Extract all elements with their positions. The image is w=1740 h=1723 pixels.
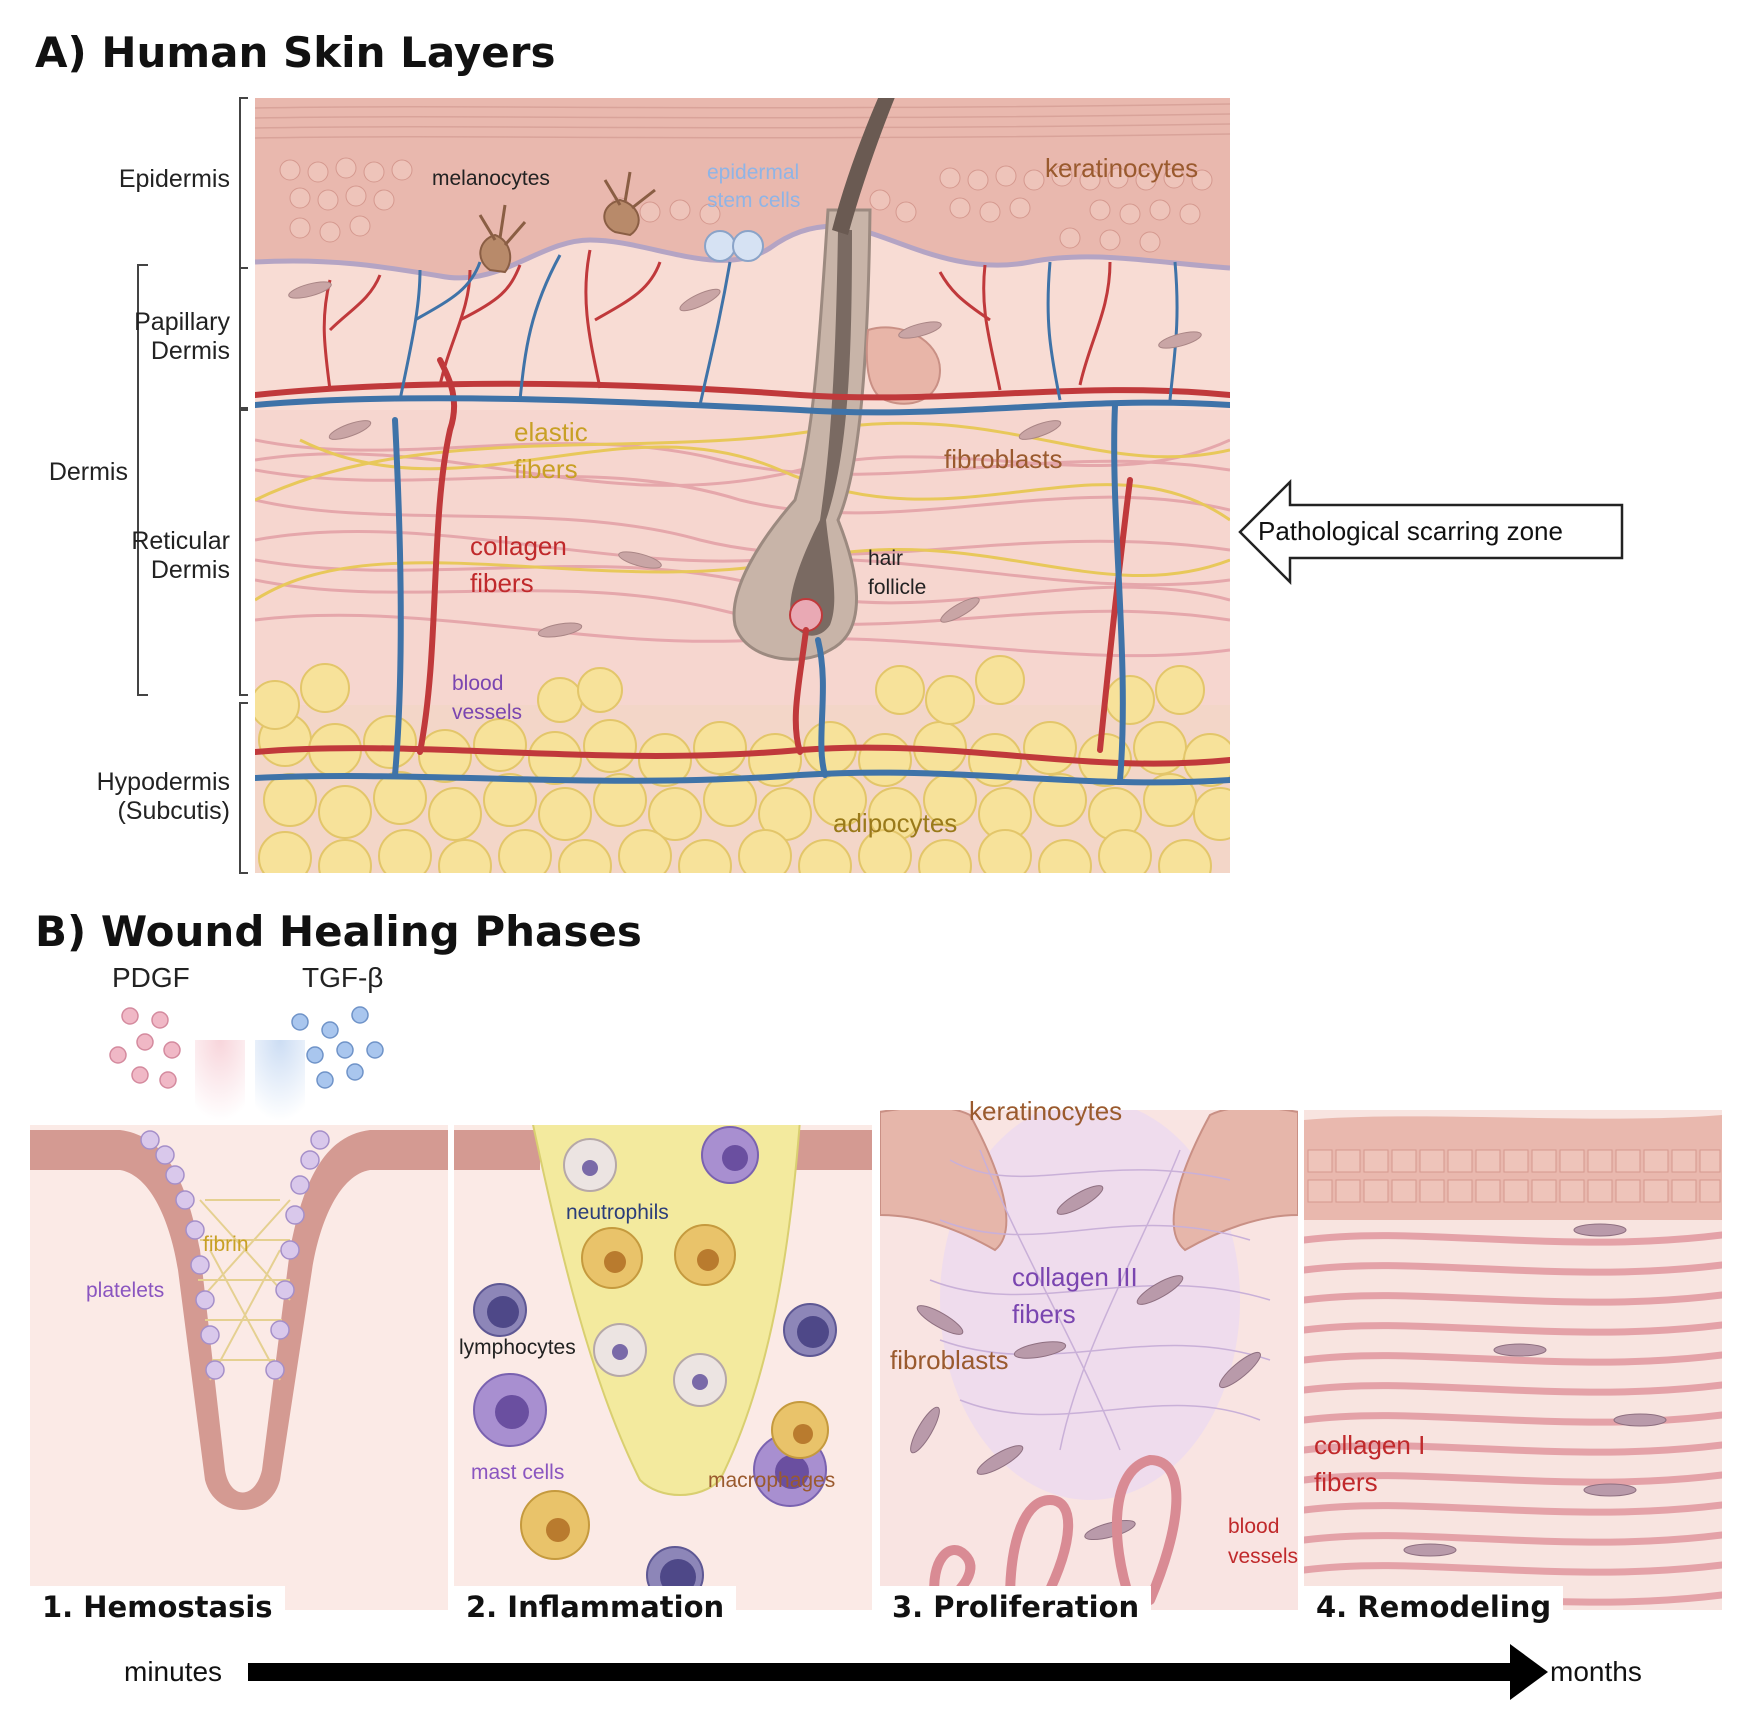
phase-hemostasis: 1. Hemostasis — [30, 1586, 285, 1628]
label-collagen1-1: collagen I — [1314, 1430, 1426, 1460]
label-collagen-1: collagen — [470, 531, 567, 561]
timeline-start: minutes — [124, 1656, 223, 1687]
label-blood-1: blood — [452, 672, 504, 695]
label-collagen1-2: fibers — [1314, 1467, 1378, 1497]
layer-hypodermis-2: (Subcutis) — [117, 797, 230, 825]
phase-inflammation: 2. Inflammation — [454, 1586, 737, 1628]
layer-reticular-1: Reticular — [131, 527, 230, 555]
label-fibrin: fibrin — [203, 1233, 249, 1256]
skin-cross-section — [255, 98, 1230, 873]
label-hair: hair — [868, 547, 904, 570]
label-vessels-1: vessels — [452, 701, 523, 724]
label-macrophages: macrophages — [708, 1469, 836, 1492]
label-vessels-2: vessels — [1228, 1545, 1299, 1568]
label-adipocytes: adipocytes — [833, 808, 958, 838]
timeline-arrowhead — [1510, 1644, 1548, 1700]
label-melanocytes: melanocytes — [432, 167, 550, 190]
inflammation-panel — [454, 1125, 872, 1610]
label-fibroblasts: fibroblasts — [944, 444, 1063, 474]
label-keratinocytes-b: keratinocytes — [969, 1096, 1123, 1126]
layer-dermis: Dermis — [48, 458, 128, 486]
label-platelets: platelets — [86, 1279, 165, 1302]
layer-epidermis: Epidermis — [118, 165, 230, 193]
tgfb-label: TGF-β — [302, 962, 384, 993]
layer-brackets — [137, 97, 248, 874]
label-fibroblasts-b: fibroblasts — [890, 1345, 1009, 1375]
pdgf-molecules — [109, 1007, 181, 1089]
label-follicle: follicle — [868, 576, 927, 599]
label-elastic-2: fibers — [514, 454, 578, 484]
scarring-zone-label: Pathological scarring zone — [1258, 516, 1563, 546]
label-epidermal-2: stem cells — [707, 189, 801, 212]
label-epidermal-1: epidermal — [707, 161, 800, 184]
label-neutrophils: neutrophils — [566, 1201, 669, 1224]
tgfb-molecules — [291, 1006, 384, 1089]
label-lymphocytes: lymphocytes — [459, 1336, 576, 1359]
layer-hypodermis-1: Hypodermis — [96, 768, 230, 796]
label-collagen3-2: fibers — [1012, 1299, 1076, 1329]
remodeling-panel — [1304, 1110, 1722, 1610]
label-blood-2: blood — [1228, 1515, 1280, 1538]
panel-b-title: B) Wound Healing Phases — [35, 907, 642, 956]
layer-papillary-1: Papillary — [134, 308, 230, 336]
proliferation-panel — [880, 1110, 1298, 1610]
timeline-bar — [248, 1663, 1520, 1681]
phase-proliferation: 3. Proliferation — [880, 1586, 1152, 1628]
pdgf-label: PDGF — [112, 962, 190, 993]
phase-remodeling: 4. Remodeling — [1304, 1586, 1564, 1628]
timeline-end: months — [1550, 1656, 1642, 1687]
scarring-zone-arrow — [1238, 478, 1624, 586]
label-mast-cells: mast cells — [471, 1461, 565, 1484]
hemostasis-panel — [30, 1125, 448, 1610]
layer-papillary-2: Dermis — [150, 337, 230, 365]
label-collagen3-1: collagen III — [1012, 1262, 1138, 1292]
label-elastic-1: elastic — [514, 417, 588, 447]
panel-a-title: A) Human Skin Layers — [35, 28, 556, 77]
label-keratinocytes: keratinocytes — [1045, 153, 1199, 183]
label-collagen-2: fibers — [470, 568, 534, 598]
layer-reticular-2: Dermis — [150, 556, 230, 584]
